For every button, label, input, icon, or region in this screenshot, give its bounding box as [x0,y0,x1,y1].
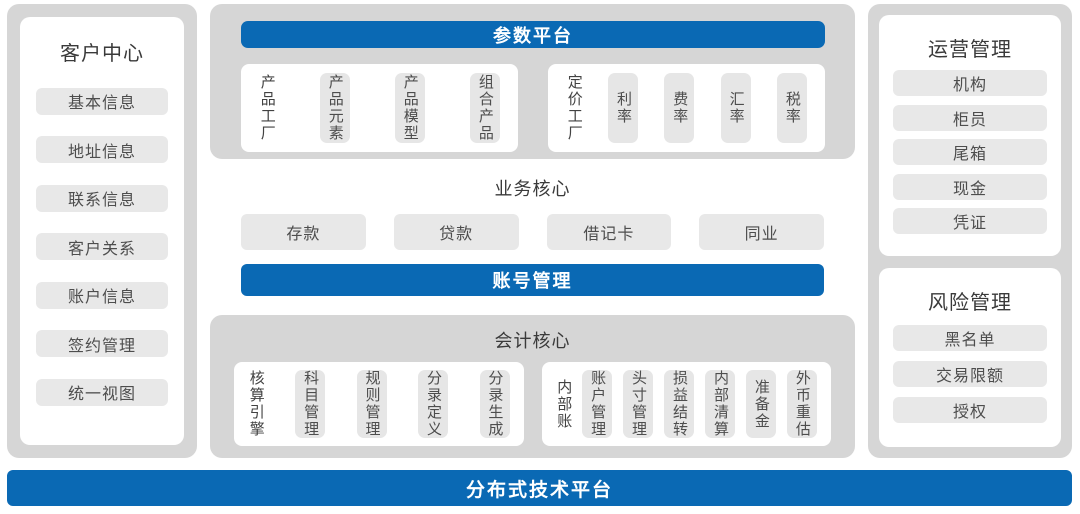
customer-center-item: 签约管理 [36,330,168,357]
factory-group-label: 定价工厂 [565,74,584,142]
accounting-group-item: 内部清算 [705,370,736,438]
customer-center-title: 客户中心 [60,41,144,65]
accounting-group-item: 头寸管理 [623,370,654,438]
center-column: 参数平台 产品工厂 产品元素 产品模型 [210,4,855,458]
business-core-item: 同业 [699,213,824,250]
parameter-platform-panel: 参数平台 产品工厂 产品元素 产品模型 [210,4,855,159]
accounting-group-item: 账户管理 [582,370,613,438]
right-section-item: 现金 [893,173,1047,200]
customer-center-item: 地址信息 [36,136,168,163]
factory-group-item: 费率 [664,73,695,143]
right-section-card: 运营管理 机构 柜员 尾箱 现金 凭证 [879,15,1061,257]
right-section-items: 机构 柜员 尾箱 现金 凭证 [893,62,1047,242]
accounting-group-item: 外币重估 [786,370,817,438]
customer-center-item: 联系信息 [36,184,168,212]
factory-group-item: 税率 [777,73,807,143]
factory-group-item: 产品模型 [394,73,425,143]
accounting-group-item: 损益结转 [664,370,695,438]
customer-center-card: 客户中心 基本信息 地址信息 联系信息 客户关系 账户信息 签约管理 [20,17,184,445]
customer-center-panel: 客户中心 基本信息 地址信息 联系信息 客户关系 账户信息 签约管理 [7,4,197,458]
accounting-group-label: 内部账 [555,378,574,430]
right-section-card: 风险管理 黑名单 交易限额 授权 [879,268,1061,447]
customer-center-item: 统一视图 [36,378,168,406]
right-panel: 运营管理 机构 柜员 尾箱 现金 凭证 [868,4,1072,458]
business-core-item: 存款 [241,213,366,250]
factory-group-item: 产品元素 [319,73,350,143]
accounting-core-panel: 会计核心 核算引擎 科目管理 规则管理 [210,315,855,458]
accounting-group-card: 内部账 账户管理 头寸管理 损益结转 内部清算 [541,362,831,446]
customer-center-item: 账户信息 [36,281,168,309]
right-section-item: 黑名单 [893,325,1047,352]
accounting-group-card: 核算引擎 科目管理 规则管理 分录定义 分录生成 [234,362,524,446]
business-core-items: 存款 贷款 借记卡 同业 [241,213,824,250]
business-core-item: 贷款 [393,213,519,250]
right-section-item: 柜员 [893,104,1047,131]
parameter-platform-groups: 产品工厂 产品元素 产品模型 组合产品 [241,64,825,152]
distributed-platform-bar: 分布式技术平台 [7,470,1072,506]
accounting-core-groups: 核算引擎 科目管理 规则管理 分录定义 分录生成 [234,362,831,446]
account-management-bar: 账号管理 [241,263,824,296]
accounting-group-item: 规则管理 [356,370,387,438]
right-section-title: 风险管理 [928,290,1012,315]
factory-group-card: 产品工厂 产品元素 产品模型 组合产品 [241,64,518,152]
accounting-group-label: 核算引擎 [247,370,266,438]
accounting-group-item: 科目管理 [295,370,326,438]
factory-group-item: 汇率 [720,73,751,143]
right-section-item: 交易限额 [893,361,1047,388]
accounting-group-item: 分录生成 [479,370,510,438]
right-section-item: 凭证 [893,207,1047,234]
business-core-title: 业务核心 [494,178,571,200]
factory-group-card: 定价工厂 利率 费率 汇率 税率 [548,64,825,152]
right-section-item: 机构 [893,70,1047,97]
customer-center-item: 客户关系 [36,233,168,260]
right-section-item: 尾箱 [893,139,1047,166]
right-section-title: 运营管理 [928,37,1012,61]
factory-group-item: 组合产品 [469,73,500,143]
customer-center-item: 基本信息 [36,87,168,115]
right-section-items: 黑名单 交易限额 授权 [893,315,1047,433]
accounting-group-item: 准备金 [746,370,777,438]
business-core-item: 借记卡 [546,213,672,250]
accounting-core-title: 会计核心 [494,331,571,352]
main-row: 客户中心 基本信息 地址信息 联系信息 客户关系 账户信息 签约管理 [7,4,1072,458]
factory-group-item: 利率 [608,73,639,143]
accounting-group-item: 分录定义 [418,370,449,438]
right-section-item: 授权 [893,397,1047,424]
customer-center-items: 基本信息 地址信息 联系信息 客户关系 账户信息 签约管理 统一视图 [36,66,168,427]
parameter-platform-header: 参数平台 [241,21,825,48]
factory-group-label: 产品工厂 [258,74,277,142]
